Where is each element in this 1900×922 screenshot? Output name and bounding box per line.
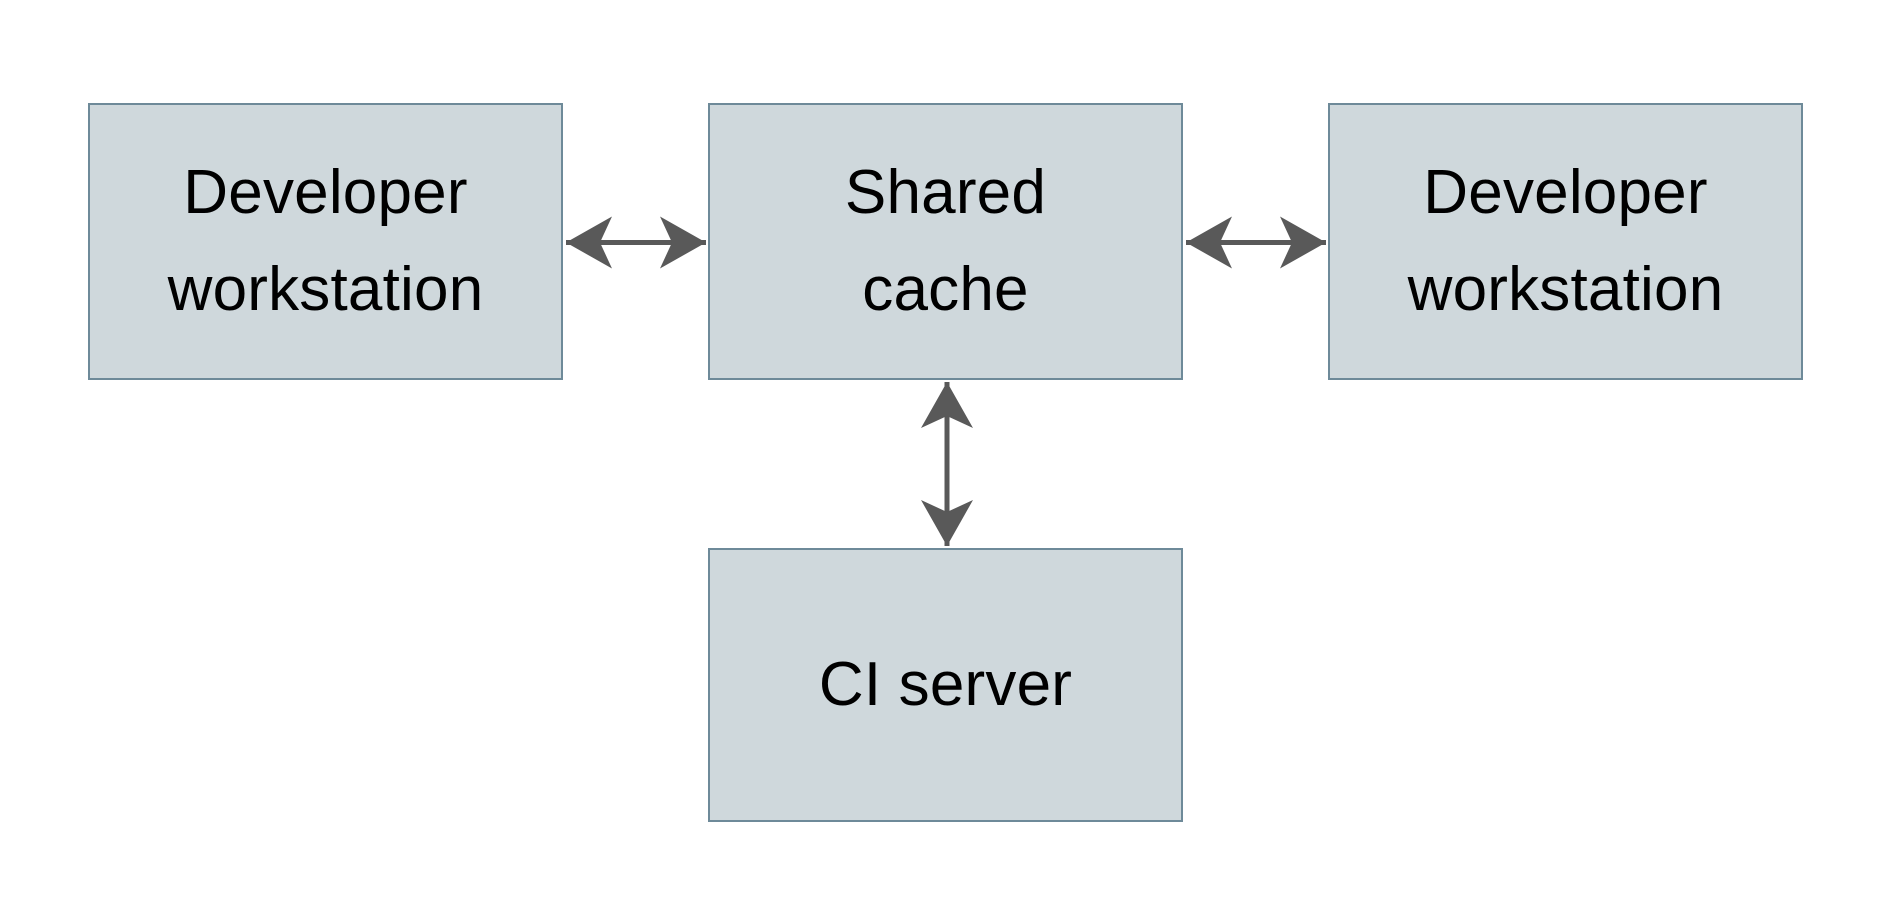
- node-label-developer-workstation-right: Developer workstation: [1407, 157, 1724, 324]
- node-ci-server[interactable]: CI server: [708, 548, 1183, 822]
- node-label-developer-workstation-left: Developer workstation: [167, 157, 484, 324]
- node-label-shared-cache: Shared cache: [844, 157, 1047, 324]
- edge-cache-to-ci-server: [921, 382, 973, 546]
- node-developer-workstation-right[interactable]: Developer workstation: [1328, 103, 1803, 380]
- node-label-ci-server: CI server: [818, 649, 1073, 719]
- edge-cache-to-right-workstation: [1186, 216, 1326, 269]
- edge-left-workstation-to-cache: [566, 216, 706, 269]
- node-developer-workstation-left[interactable]: Developer workstation: [88, 103, 563, 380]
- node-shared-cache[interactable]: Shared cache: [708, 103, 1183, 380]
